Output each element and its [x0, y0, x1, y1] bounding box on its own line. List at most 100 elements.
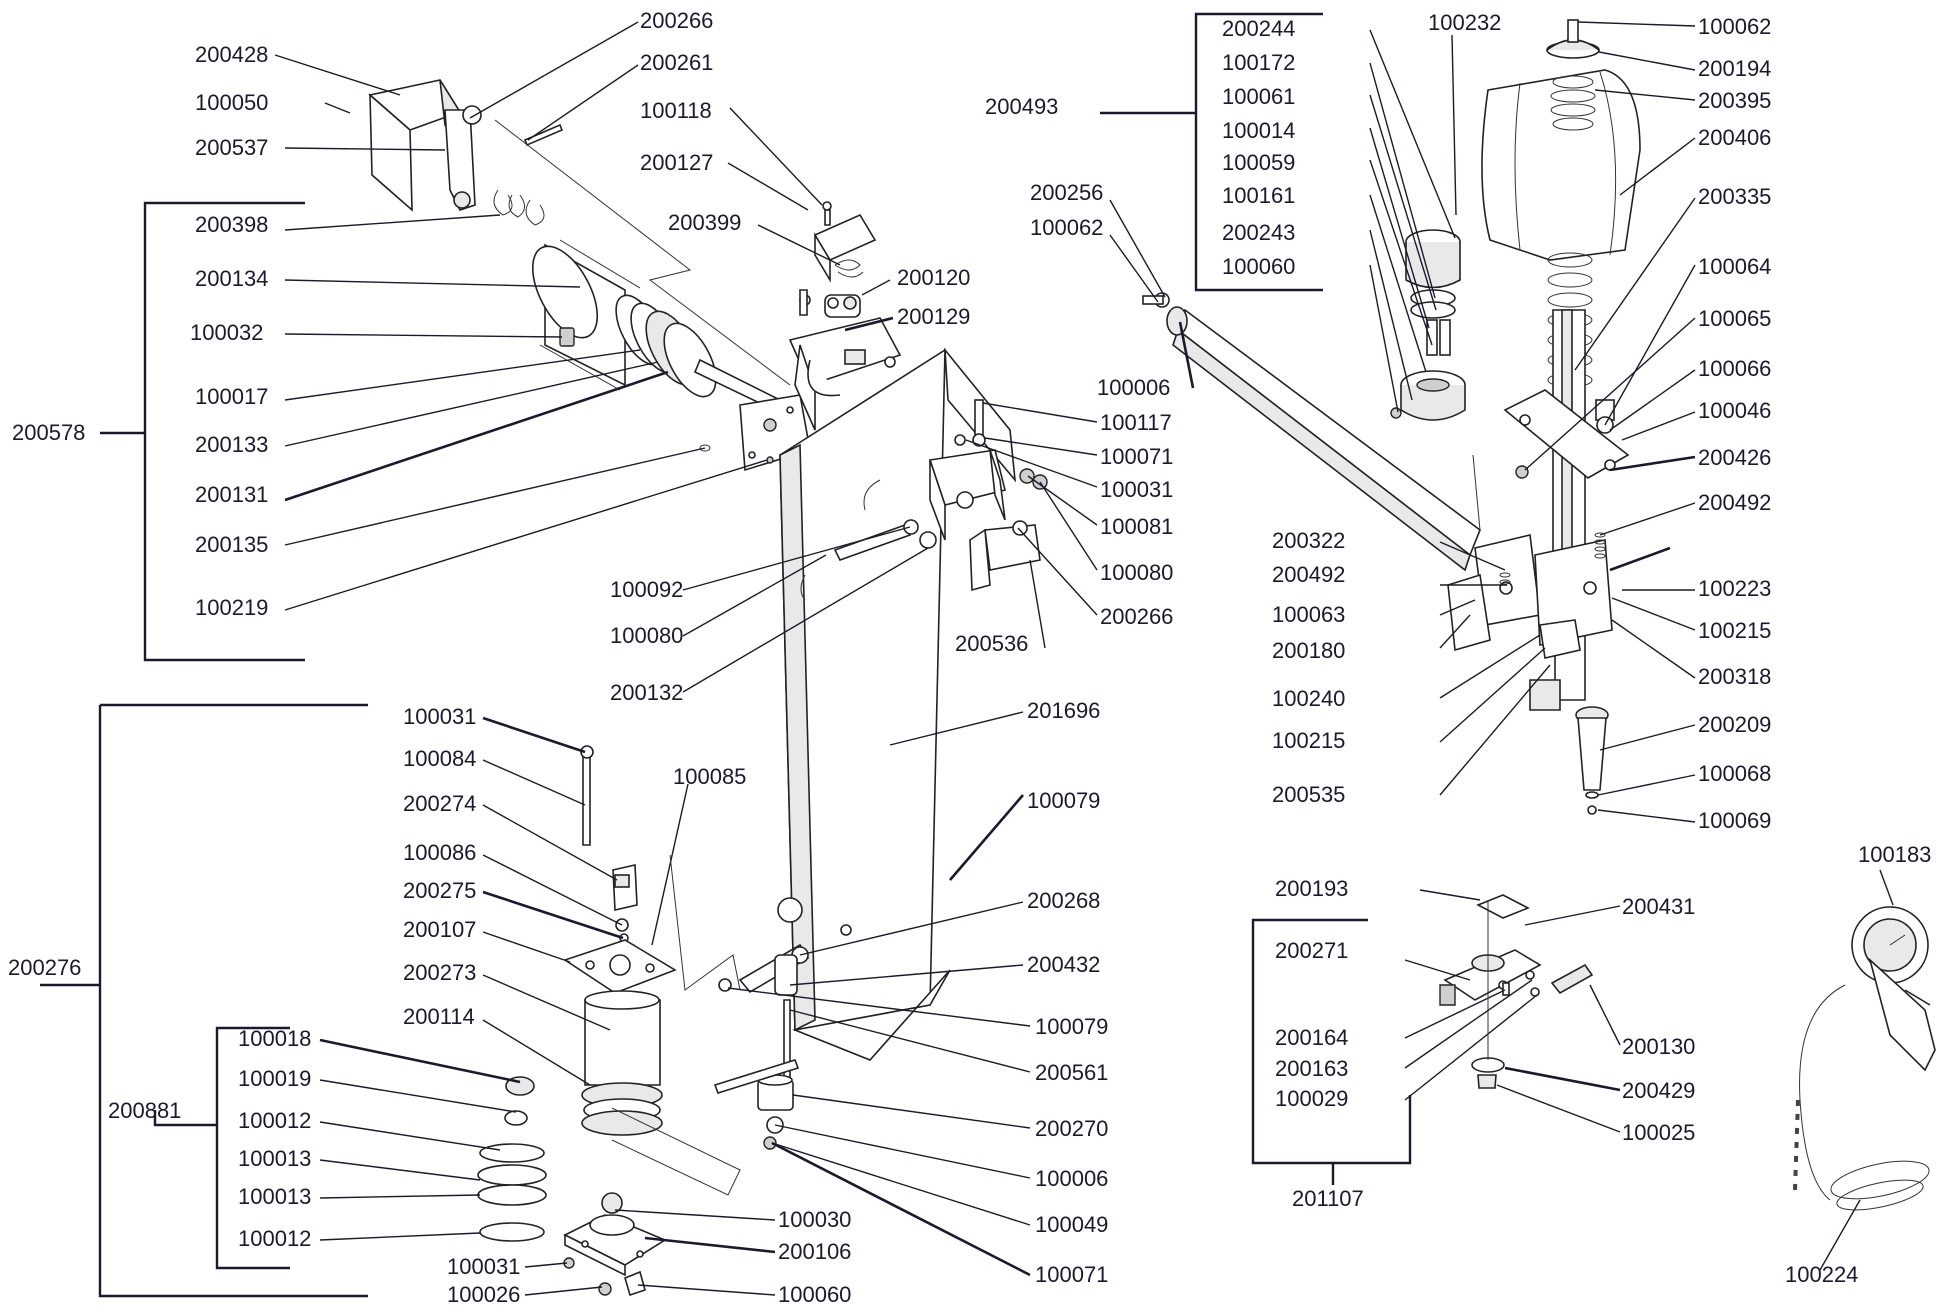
label-200535: 200535 [1272, 782, 1345, 807]
label-100069: 100069 [1698, 808, 1771, 833]
pin-100092 [800, 519, 937, 601]
label-200106: 200106 [778, 1239, 851, 1264]
block-200322 [1447, 534, 1613, 652]
bracket-200881 [153, 1026, 290, 1270]
label-100050: 100050 [195, 90, 268, 115]
bracket-201107 [1251, 918, 1412, 1185]
label-200493: 200493 [985, 94, 1058, 119]
valve-cap-200244 [1405, 229, 1461, 356]
label-200536: 200536 [955, 631, 1028, 656]
label-200268: 200268 [1027, 888, 1100, 913]
label-200561: 200561 [1035, 1060, 1108, 1085]
label-100031-upper: 100031 [1100, 477, 1173, 502]
label-200578: 200578 [12, 420, 85, 445]
label-100071-upper: 100071 [1100, 444, 1173, 469]
label-100059: 100059 [1222, 150, 1295, 175]
label-200432: 200432 [1027, 952, 1100, 977]
nut-100032 [559, 327, 575, 347]
seal-kit-200881 [477, 1076, 547, 1242]
arm-bracket-200537 [444, 105, 482, 211]
label-200335: 200335 [1698, 184, 1771, 209]
label-200114: 200114 [403, 1004, 475, 1029]
flange-200426 [1503, 389, 1630, 479]
label-200256: 200256 [1030, 180, 1103, 205]
screw-200120 [799, 289, 808, 316]
label-100025: 100025 [1622, 1120, 1695, 1145]
label-200133: 200133 [195, 432, 268, 457]
bracket-200276 [40, 703, 368, 1298]
label-100224: 100224 [1785, 1262, 1858, 1287]
pedal-plate-200193 [1476, 894, 1530, 919]
label-200318: 200318 [1698, 664, 1771, 689]
label-100064: 100064 [1698, 254, 1771, 279]
label-100118: 100118 [640, 98, 712, 123]
spring-clips-200398 [493, 189, 545, 226]
label-100079-upper: 100079 [1027, 788, 1100, 813]
label-100161: 100161 [1222, 183, 1295, 208]
label-200107: 200107 [403, 917, 476, 942]
label-100086: 100086 [403, 840, 476, 865]
label-100223: 100223 [1698, 576, 1771, 601]
spring-200492 [1499, 532, 1606, 585]
label-100062-top: 100062 [1698, 14, 1771, 39]
crosshead-200129 [788, 317, 902, 431]
label-200406: 200406 [1698, 125, 1771, 150]
label-200271: 200271 [1275, 938, 1348, 963]
o-ring-small [699, 444, 711, 452]
tire-gauge-100183 [1851, 906, 1936, 1072]
hook [863, 479, 881, 511]
label-200130: 200130 [1622, 1034, 1695, 1059]
label-200537: 200537 [195, 135, 268, 160]
main-frame-201696 [777, 347, 1017, 1061]
valve-200535 [1529, 619, 1581, 711]
label-201696: 201696 [1027, 698, 1100, 723]
label-200261: 200261 [640, 50, 713, 75]
label-100060-base: 100060 [778, 1282, 851, 1306]
screw-100219 [766, 456, 774, 464]
upper-flange-200107 [563, 939, 677, 994]
label-200129: 200129 [897, 304, 970, 329]
tube-100006 [1142, 292, 1481, 572]
label-200135: 200135 [195, 532, 268, 557]
label-200398: 200398 [195, 212, 268, 237]
label-200431: 200431 [1622, 894, 1695, 919]
label-200132: 200132 [610, 680, 683, 705]
label-200429: 200429 [1622, 1078, 1695, 1103]
label-100065: 100065 [1698, 306, 1771, 331]
label-100063: 100063 [1272, 602, 1345, 627]
label-100081: 100081 [1100, 514, 1173, 539]
label-100012-lower: 100012 [238, 1226, 311, 1251]
bolt-100118 [822, 201, 832, 211]
handle-mount-200120 [813, 209, 877, 318]
label-200274: 200274 [403, 791, 476, 816]
label-200275: 200275 [403, 878, 476, 903]
label-100080-right: 100080 [1100, 560, 1173, 585]
label-200273: 200273 [403, 960, 476, 985]
label-200428: 200428 [195, 42, 268, 67]
pin-200164 [1502, 970, 1540, 997]
label-200134: 200134 [195, 266, 268, 291]
label-200120: 200120 [897, 265, 970, 290]
label-100019: 100019 [238, 1066, 311, 1091]
label-100117: 100117 [1100, 410, 1172, 435]
lever-200130 [1550, 963, 1594, 995]
air-bellows-200114 [581, 990, 663, 1136]
nut-100026 [598, 1282, 612, 1296]
weight-200270 [713, 1059, 800, 1150]
label-200163: 200163 [1275, 1056, 1348, 1081]
label-200492-right: 200492 [1698, 490, 1771, 515]
label-100060-valve: 100060 [1222, 254, 1295, 279]
label-200399: 200399 [668, 210, 741, 235]
label-100013-upper: 100013 [238, 1146, 311, 1171]
label-100172: 100172 [1222, 50, 1295, 75]
foot-200429 [1471, 1057, 1505, 1089]
label-100013-lower: 100013 [238, 1184, 311, 1209]
label-201107: 201107 [1292, 1186, 1364, 1211]
label-100240: 100240 [1272, 686, 1345, 711]
label-200276: 200276 [8, 955, 81, 980]
label-200426: 200426 [1698, 445, 1771, 470]
label-100049: 100049 [1035, 1212, 1108, 1237]
label-100079-lower: 100079 [1035, 1014, 1108, 1039]
label-200131: 200131 [195, 482, 268, 507]
label-100031-base: 100031 [447, 1254, 520, 1279]
